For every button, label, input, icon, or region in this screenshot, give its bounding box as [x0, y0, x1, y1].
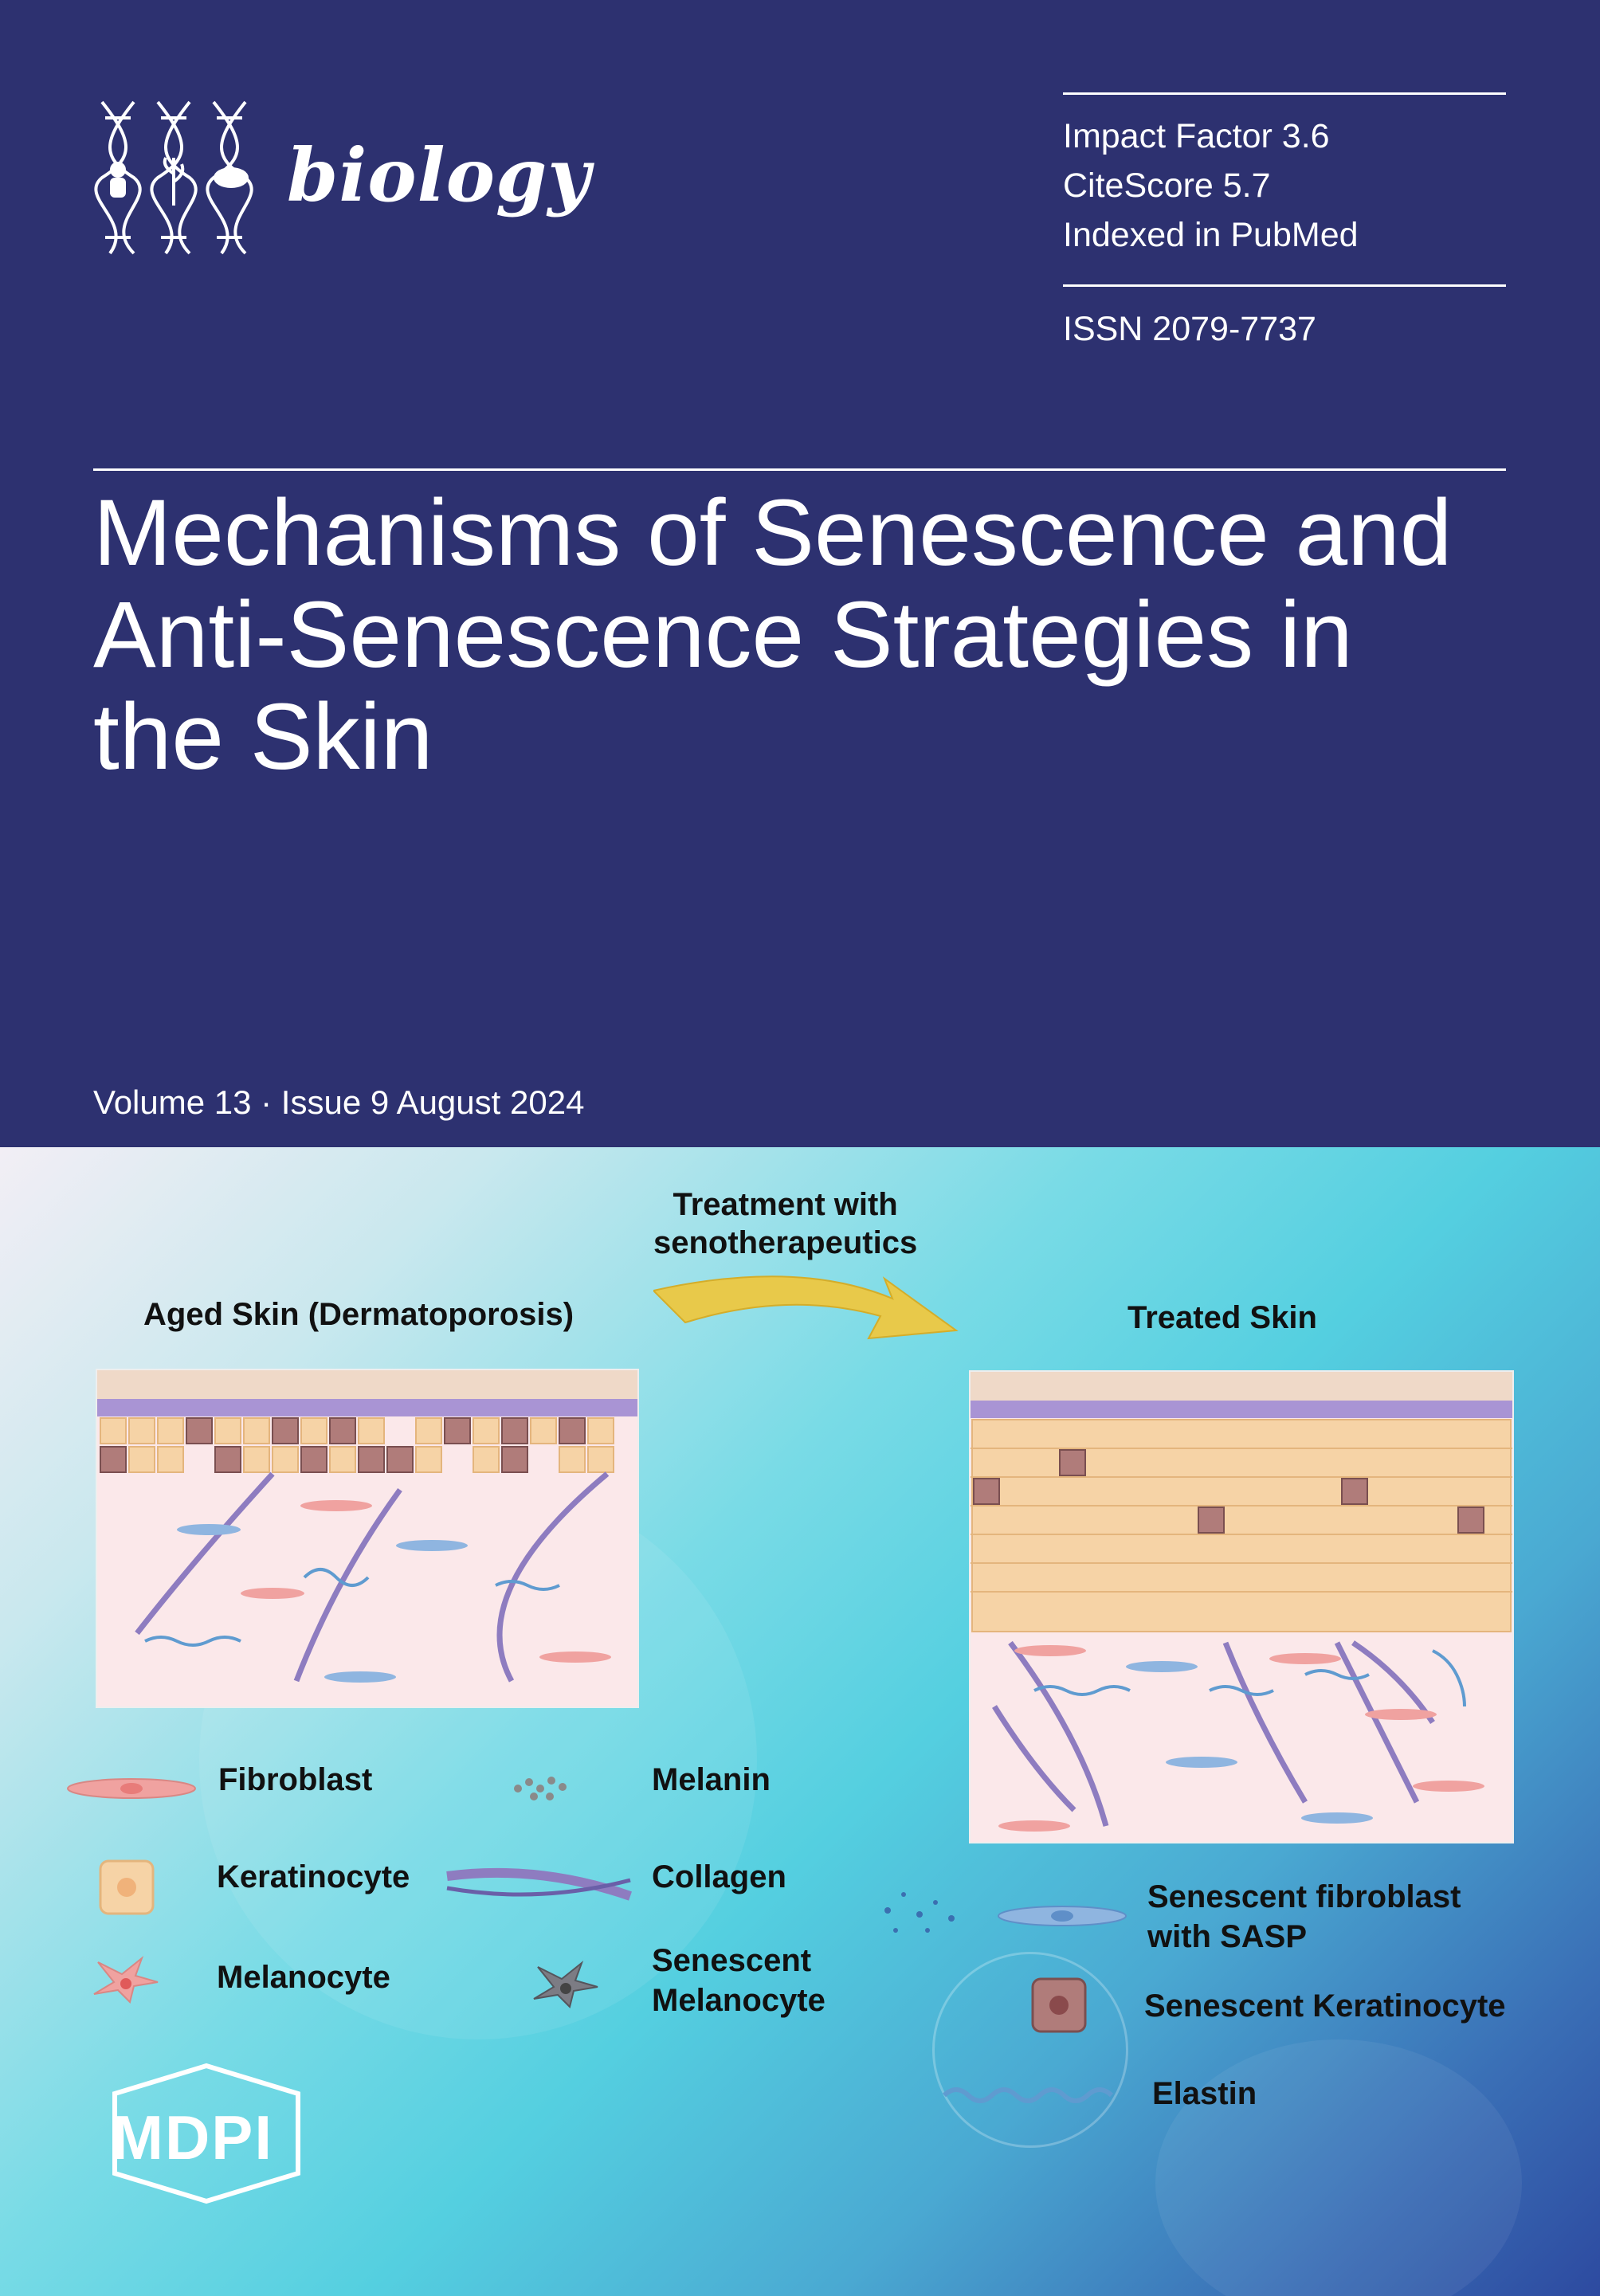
aged-skin-illustration: [96, 1369, 639, 1708]
legend-senescent-melanocyte-line: Senescent: [652, 1943, 812, 1978]
treatment-arrow-icon: [653, 1275, 959, 1340]
legend-fibroblast: Fibroblast: [218, 1762, 373, 1797]
melanocyte-icon: [93, 1955, 159, 2004]
metrics-bottom-divider: [1063, 284, 1506, 287]
bokeh-circle: [932, 1952, 1128, 2148]
citescore: CiteScore 5.7: [1063, 167, 1271, 205]
elastin-icon: [942, 2087, 1114, 2103]
aged-skin-graphic: [97, 1370, 637, 1683]
issue-info: Volume 13 · Issue 9 August 2024: [93, 1083, 585, 1121]
treated-skin-label: Treated Skin: [1127, 1300, 1317, 1335]
legend-senescent-melanocyte-line: Melanocyte: [652, 1983, 825, 2018]
cover-header: biology Impact Factor 3.6 CiteScore 5.7 …: [0, 0, 1600, 1147]
fibroblast-icon: [67, 1778, 196, 1799]
legend-senescent-fibroblast-line: with SASP: [1147, 1919, 1308, 1954]
keratinocyte-grid: [971, 1419, 1512, 1632]
indexed-in: Indexed in PubMed: [1063, 216, 1359, 254]
publisher-name: MDPI: [112, 2102, 273, 2173]
legend-senescent-fibroblast: Senescent fibroblast with SASP: [1147, 1877, 1461, 1957]
article-title-line: Anti-Senescence Strategies in: [93, 582, 1353, 688]
impact-factor: Impact Factor 3.6: [1063, 117, 1330, 155]
article-title: Mechanisms of Senescence and Anti-Senesc…: [93, 482, 1575, 788]
legend-keratinocyte: Keratinocyte: [217, 1859, 410, 1894]
aged-skin-label: Aged Skin (Dermatoporosis): [143, 1297, 575, 1332]
sasp-particles-icon: [884, 1892, 955, 1933]
senescent-melanocyte-icon: [533, 1960, 598, 2008]
issn: ISSN 2079-7737: [1063, 310, 1316, 348]
treated-skin-illustration: [969, 1370, 1514, 1843]
treatment-label-line: senotherapeutics: [653, 1225, 918, 1260]
title-divider: [93, 468, 1506, 471]
legend-collagen: Collagen: [652, 1859, 786, 1894]
bokeh-circle: [1155, 2039, 1522, 2296]
legend-melanocyte: Melanocyte: [217, 1960, 390, 1995]
melanin-icon: [514, 1777, 567, 1800]
treatment-label: Treatment with senotherapeutics: [653, 1185, 917, 1262]
dna-logo-icon: [94, 100, 253, 255]
keratinocyte-layer: [100, 1417, 614, 1473]
senescent-fibroblast-icon: [998, 1906, 1127, 1926]
article-title-line: Mechanisms of Senescence and: [93, 480, 1453, 586]
treated-skin-graphic: [971, 1372, 1512, 1832]
legend-elastin: Elastin: [1152, 2076, 1257, 2111]
collagen-icon: [446, 1867, 632, 1901]
treatment-label-line: Treatment with: [673, 1187, 898, 1222]
journal-name: biology: [287, 132, 591, 218]
legend-senescent-melanocyte: Senescent Melanocyte: [652, 1941, 825, 2020]
legend-senescent-keratinocyte: Senescent Keratinocyte: [1144, 1988, 1506, 2024]
legend-senescent-fibroblast-line: Senescent fibroblast: [1147, 1879, 1461, 1914]
legend-melanin: Melanin: [652, 1762, 771, 1797]
senescent-keratinocyte-icon: [1031, 1977, 1087, 2033]
metrics-top-divider: [1063, 92, 1506, 95]
cover-figure: Treatment with senotherapeutics Aged Ski…: [0, 1147, 1600, 2296]
article-title-line: the Skin: [93, 684, 433, 789]
keratinocyte-icon: [99, 1859, 155, 1915]
mdpi-logo-icon: [112, 2063, 300, 2204]
